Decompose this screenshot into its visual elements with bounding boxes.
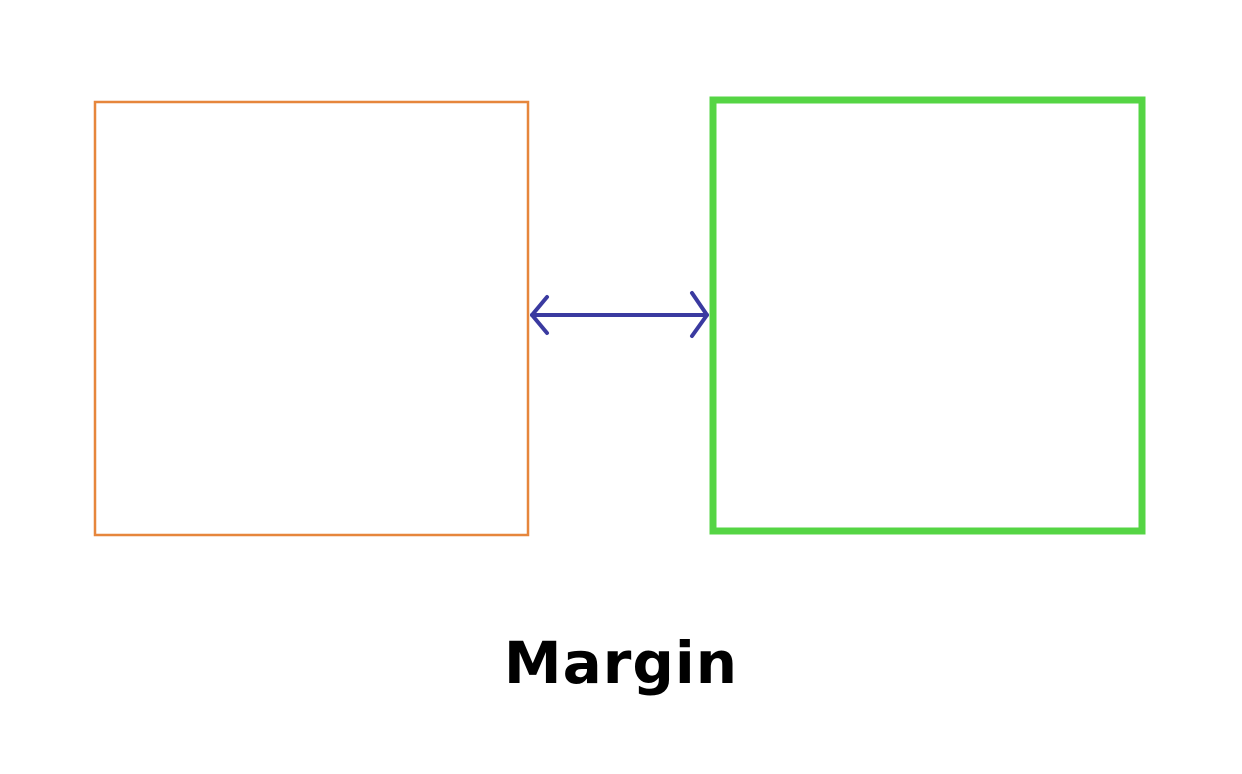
arrow-head-right (690, 291, 709, 338)
left-box (93, 100, 530, 537)
diagram-caption: Margin (503, 629, 739, 697)
double-headed-arrow-icon (530, 291, 709, 338)
right-box (709, 96, 1146, 535)
arrow-head-left (530, 295, 549, 335)
